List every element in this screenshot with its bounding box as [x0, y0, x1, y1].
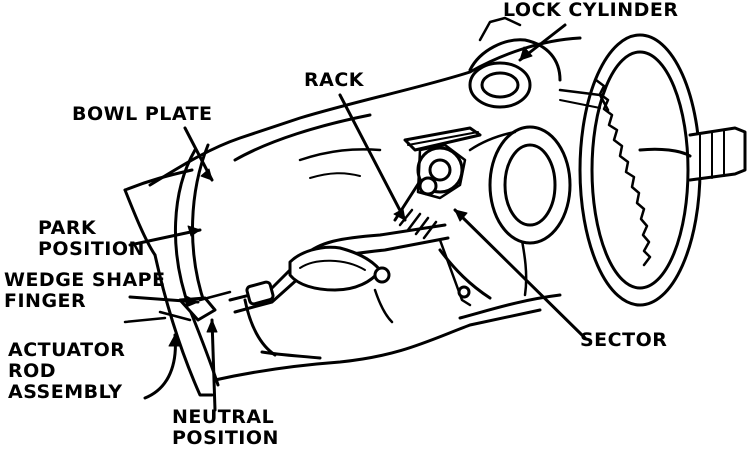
label-actuator-line-2: ROD [8, 360, 57, 382]
label-bowl-plate: BOWL PLATE [72, 104, 213, 125]
label-bowl-plate-text: BOWL PLATE [72, 103, 213, 125]
label-actuator-line-1: ACTUATOR [8, 339, 126, 361]
label-sector-text: SECTOR [580, 329, 668, 351]
label-rack-text: RACK [304, 69, 365, 91]
park-position-leader [128, 228, 202, 247]
label-lock-cylinder: LOCK CYLINDER [503, 0, 679, 21]
label-lock-cylinder-text: LOCK CYLINDER [503, 0, 679, 21]
label-rack: RACK [304, 70, 364, 91]
label-neutral-line-1: NEUTRAL [172, 406, 275, 428]
actuator-rod [228, 223, 472, 324]
sector-leader [453, 208, 587, 340]
label-wedge-line-1: WEDGE SHAPE [4, 269, 166, 291]
label-park-line-2: POSITION [38, 238, 145, 260]
label-wedge-shape-finger: WEDGE SHAPE FINGER [4, 270, 166, 312]
lock-plate-end [578, 33, 747, 307]
label-actuator-rod-assembly: ACTUATOR ROD ASSEMBLY [8, 340, 125, 403]
label-actuator-line-3: ASSEMBLY [8, 381, 123, 403]
label-wedge-line-2: FINGER [4, 290, 87, 312]
label-park-line-1: PARK [38, 217, 97, 239]
lock-cylinder-boss [468, 16, 610, 112]
leader-lines [123, 23, 587, 412]
rack-leader [338, 93, 407, 222]
neutral-position-leader [210, 318, 217, 412]
wedge-finger [158, 290, 232, 322]
label-park-position: PARK POSITION [38, 218, 145, 260]
label-neutral-position: NEUTRAL POSITION [172, 407, 279, 449]
rack-sector-assembly [393, 125, 572, 245]
label-sector: SECTOR [580, 330, 667, 351]
label-neutral-line-2: POSITION [172, 427, 279, 449]
